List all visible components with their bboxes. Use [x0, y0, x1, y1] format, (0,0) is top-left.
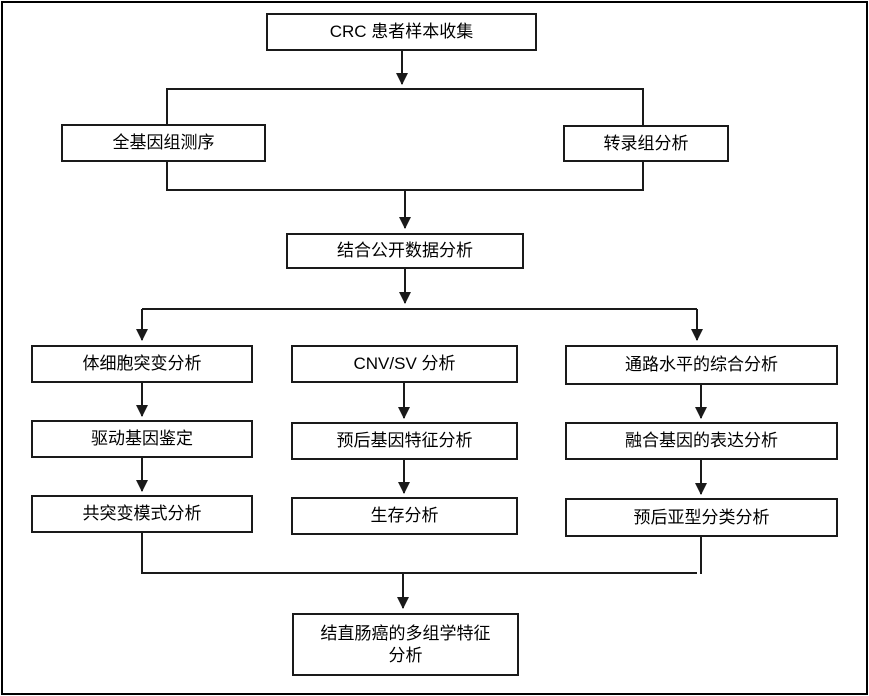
- node-transcriptome-analysis: 转录组分析: [563, 125, 729, 162]
- final-label-line2: 分析: [388, 645, 423, 665]
- node-multiomics-features-analysis: 结直肠癌的多组学特征 分析: [292, 613, 519, 676]
- node-driver-gene-identification: 驱动基因鉴定: [31, 420, 253, 458]
- node-fusion-gene-expression-analysis: 融合基因的表达分析: [565, 422, 838, 460]
- node-prognostic-subtype-classification: 预后亚型分类分析: [565, 498, 838, 537]
- node-whole-genome-sequencing: 全基因组测序: [61, 124, 266, 162]
- final-label-line1: 结直肠癌的多组学特征: [320, 624, 491, 644]
- node-sample-collection: CRC 患者样本收集: [266, 13, 537, 51]
- node-public-data-analysis: 结合公开数据分析: [286, 233, 524, 269]
- node-prognostic-gene-signature-analysis: 预后基因特征分析: [291, 422, 518, 460]
- node-pathway-level-integrated-analysis: 通路水平的综合分析: [565, 345, 838, 385]
- node-somatic-mutation-analysis: 体细胞突变分析: [31, 345, 253, 383]
- node-comutation-pattern-analysis: 共突变模式分析: [31, 495, 253, 533]
- node-cnv-sv-analysis: CNV/SV 分析: [291, 345, 518, 383]
- node-survival-analysis: 生存分析: [291, 497, 518, 535]
